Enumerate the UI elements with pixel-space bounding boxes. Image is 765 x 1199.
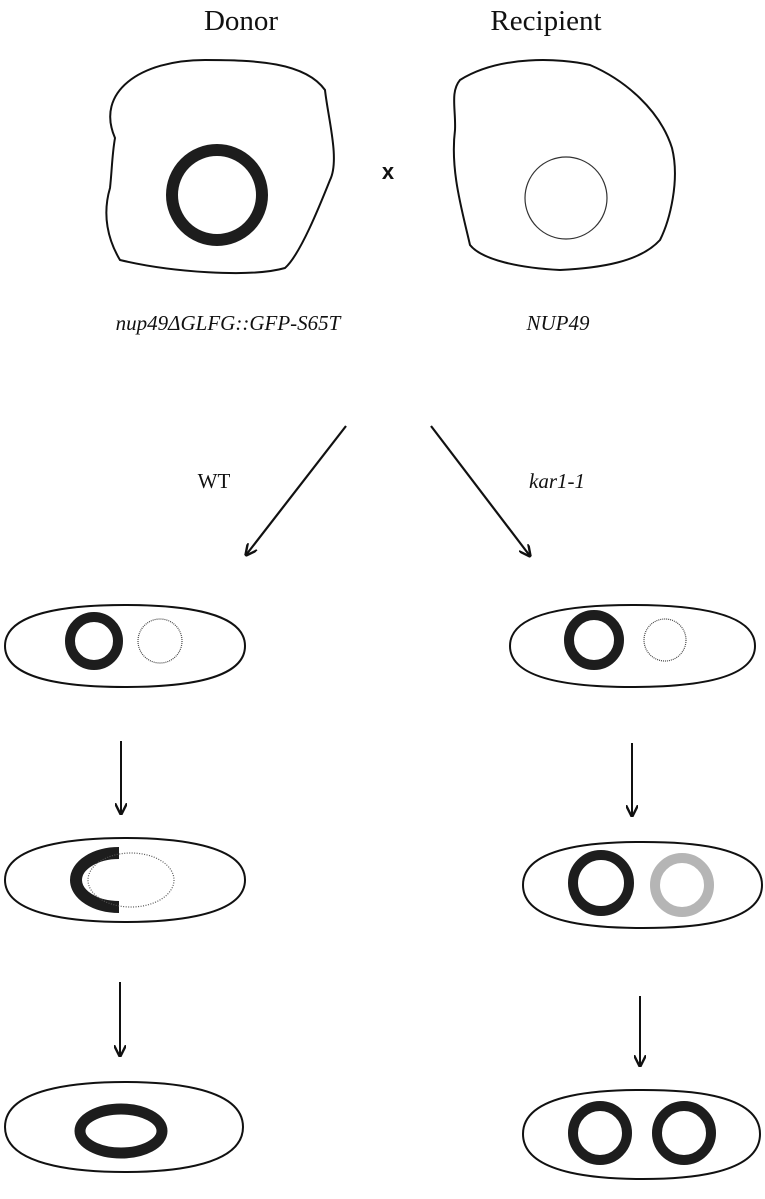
kar1-donor-nucleus-middle — [568, 850, 634, 916]
wt-fusing-donor-arc — [70, 847, 120, 913]
donor-nucleus — [166, 144, 268, 246]
wt-zygote-fused-outline — [3, 1080, 245, 1174]
wt-recipient-nucleus-early — [137, 618, 183, 664]
kar1-zygote-early — [508, 603, 757, 689]
wt-fused-nucleus — [74, 1103, 168, 1159]
recipient-genotype: NUP49 — [526, 311, 591, 335]
donor-cell — [105, 58, 335, 275]
wt-zygote-fusing — [3, 836, 247, 924]
donor-genotype: nup49ΔGLFG::GFP-S65T — [116, 311, 342, 335]
kar1-zygote-late — [521, 1088, 762, 1181]
recipient-title: Recipient — [490, 5, 601, 37]
kar1-zygote-middle — [521, 840, 764, 930]
recipient-cell — [452, 59, 676, 272]
kar1-recipient-nucleus-early — [643, 618, 687, 662]
kar1-donor-nucleus-early — [564, 610, 624, 670]
kar1-branch-arrow — [430, 425, 530, 556]
kar1-zygote-late-outline — [521, 1088, 762, 1181]
donor-title: Donor — [204, 5, 278, 37]
wt-zygote-early-outline — [3, 603, 247, 689]
wt-zygote-fused — [3, 1080, 245, 1174]
cross-symbol: x — [382, 159, 395, 184]
wt-zygote-early — [3, 603, 247, 689]
wt-branch-arrow — [246, 425, 347, 555]
kar1-recipient-nucleus-late — [652, 1101, 716, 1165]
kar1-zygote-middle-outline — [521, 840, 764, 930]
kar1-label: kar1-1 — [529, 469, 585, 493]
wt-zygote-fusing-outline — [3, 836, 247, 924]
recipient-nucleus — [524, 156, 608, 240]
kar1-donor-nucleus-late — [568, 1101, 632, 1165]
kar1-zygote-early-outline — [508, 603, 757, 689]
recipient-cell-membrane — [452, 59, 676, 272]
wt-label: WT — [198, 469, 231, 493]
wt-fusing-recipient-envelope — [87, 852, 175, 908]
wt-donor-nucleus-early — [65, 612, 123, 670]
donor-cell-membrane — [105, 58, 335, 275]
kar1-recipient-nucleus-middle — [650, 853, 714, 917]
